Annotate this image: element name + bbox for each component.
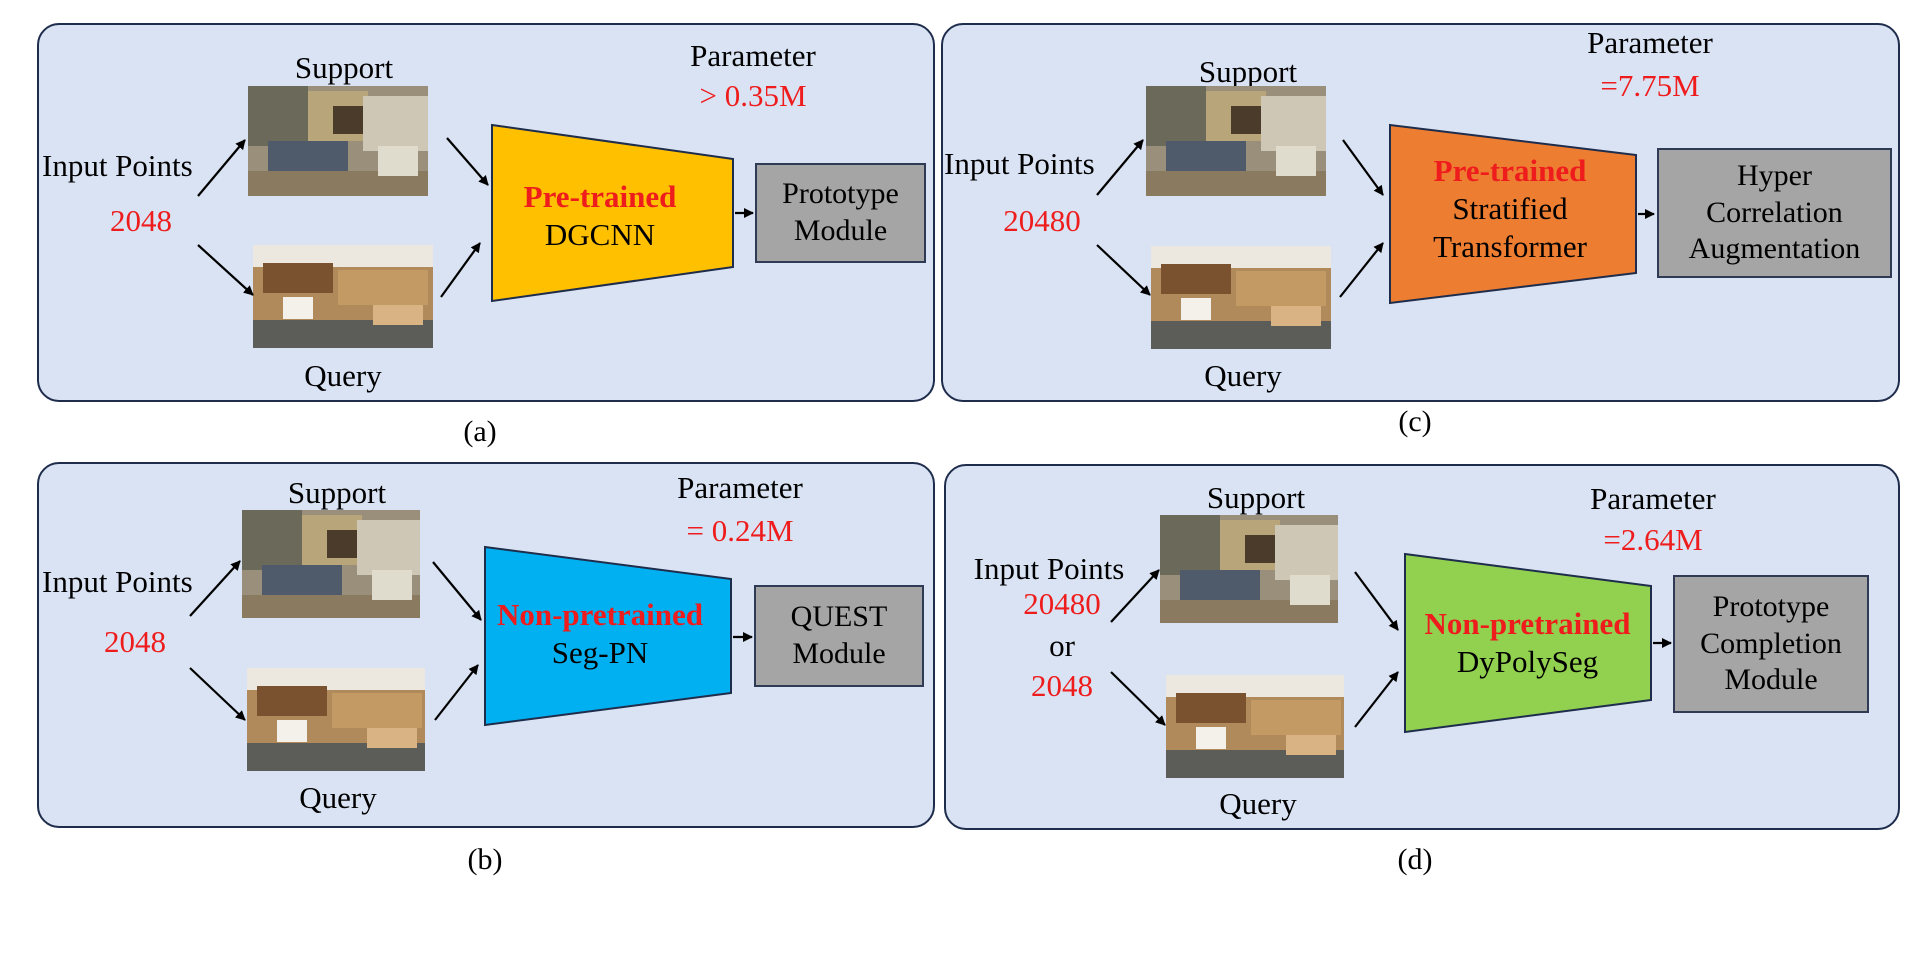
encoder-name: DGCNN bbox=[544, 216, 656, 252]
encoder-shape bbox=[1404, 552, 1652, 734]
parameter-label: Parameter bbox=[1587, 25, 1713, 60]
encoder-trapezoid bbox=[484, 545, 732, 727]
input-points-value: 2048 bbox=[104, 624, 166, 659]
query-image bbox=[1166, 675, 1344, 778]
encoder-shape bbox=[491, 123, 734, 303]
input-points-label: Input Points bbox=[42, 564, 193, 599]
encoder-label: Non-pretrained DyPolySeg bbox=[1405, 605, 1650, 681]
encoder-name: Seg-PN bbox=[551, 634, 649, 670]
encoder-label: Non-pretrained Seg-PN bbox=[480, 596, 720, 672]
support-label: Support bbox=[294, 50, 394, 85]
module-line: Prototype bbox=[1712, 590, 1830, 624]
encoder-status: Non-pretrained bbox=[1424, 606, 1631, 641]
prototype-module-box: Prototype Module bbox=[755, 163, 926, 263]
parameter-label: Parameter bbox=[690, 38, 816, 73]
module-line: Module bbox=[1724, 663, 1818, 697]
query-label: Query bbox=[304, 358, 382, 393]
caption-d: (d) bbox=[1397, 843, 1433, 876]
query-label: Query bbox=[1219, 786, 1297, 821]
support-image bbox=[242, 510, 420, 618]
encoder-shape bbox=[484, 545, 732, 727]
encoder-status: Pre-trained bbox=[1433, 153, 1587, 188]
module-line: Module bbox=[792, 637, 886, 670]
encoder-trapezoid bbox=[1389, 123, 1637, 305]
module-line: Prototype bbox=[782, 177, 899, 211]
parameter-label: Parameter bbox=[1590, 481, 1716, 516]
parameter-value: = 0.24M bbox=[686, 513, 794, 548]
module-line: Correlation bbox=[1706, 195, 1843, 229]
support-image bbox=[248, 86, 428, 196]
query-label: Query bbox=[299, 780, 377, 815]
support-image bbox=[1160, 515, 1338, 623]
encoder-label: Pre-trained DGCNN bbox=[490, 178, 710, 254]
module-line: Module bbox=[793, 214, 888, 247]
parameter-label: Parameter bbox=[677, 470, 803, 505]
support-image bbox=[1146, 86, 1326, 196]
module-line: QUEST bbox=[790, 600, 888, 634]
support-label: Support bbox=[1198, 54, 1298, 89]
encoder-label: Pre-trained Stratified Transformer bbox=[1400, 152, 1620, 265]
encoder-name: Transformer bbox=[1433, 228, 1587, 264]
parameter-value: =7.75M bbox=[1600, 68, 1700, 103]
query-image bbox=[247, 668, 425, 771]
parameter-value: =2.64M bbox=[1603, 522, 1703, 557]
encoder-name: DyPolySeg bbox=[1456, 643, 1599, 679]
input-or-label: or bbox=[1049, 628, 1075, 663]
query-image bbox=[253, 245, 433, 348]
query-image bbox=[1151, 246, 1331, 349]
encoder-status: Pre-trained bbox=[523, 179, 677, 214]
module-line: Hyper bbox=[1737, 159, 1812, 193]
encoder-trapezoid bbox=[1404, 552, 1652, 734]
encoder-shape bbox=[1389, 123, 1637, 305]
input-points-label: Input Points bbox=[973, 551, 1125, 586]
input-points-value: 20480 bbox=[1003, 203, 1081, 238]
caption-b: (b) bbox=[467, 843, 503, 876]
parameter-value: > 0.35M bbox=[699, 78, 807, 113]
hyper-correlation-box: Hyper Correlation Augmentation bbox=[1657, 148, 1892, 278]
caption-a: (a) bbox=[463, 415, 497, 448]
prototype-completion-box: Prototype Completion Module bbox=[1673, 575, 1869, 713]
encoder-status: Non-pretrained bbox=[496, 597, 704, 632]
input-points-value: 2048 bbox=[110, 203, 172, 238]
input-points-label: Input Points bbox=[42, 148, 193, 183]
input-points-value: 20480 bbox=[1023, 586, 1101, 621]
query-label: Query bbox=[1204, 358, 1282, 393]
quest-module-box: QUEST Module bbox=[754, 585, 924, 687]
module-line: Completion bbox=[1700, 626, 1842, 660]
support-label: Support bbox=[1206, 480, 1306, 515]
input-points-value-alt: 2048 bbox=[1031, 668, 1093, 703]
module-line: Augmentation bbox=[1688, 232, 1861, 266]
input-points-label: Input Points bbox=[944, 146, 1095, 181]
encoder-name: Stratified bbox=[1452, 190, 1568, 226]
encoder-trapezoid bbox=[491, 123, 734, 303]
caption-c: (c) bbox=[1398, 405, 1432, 438]
support-label: Support bbox=[287, 475, 387, 510]
